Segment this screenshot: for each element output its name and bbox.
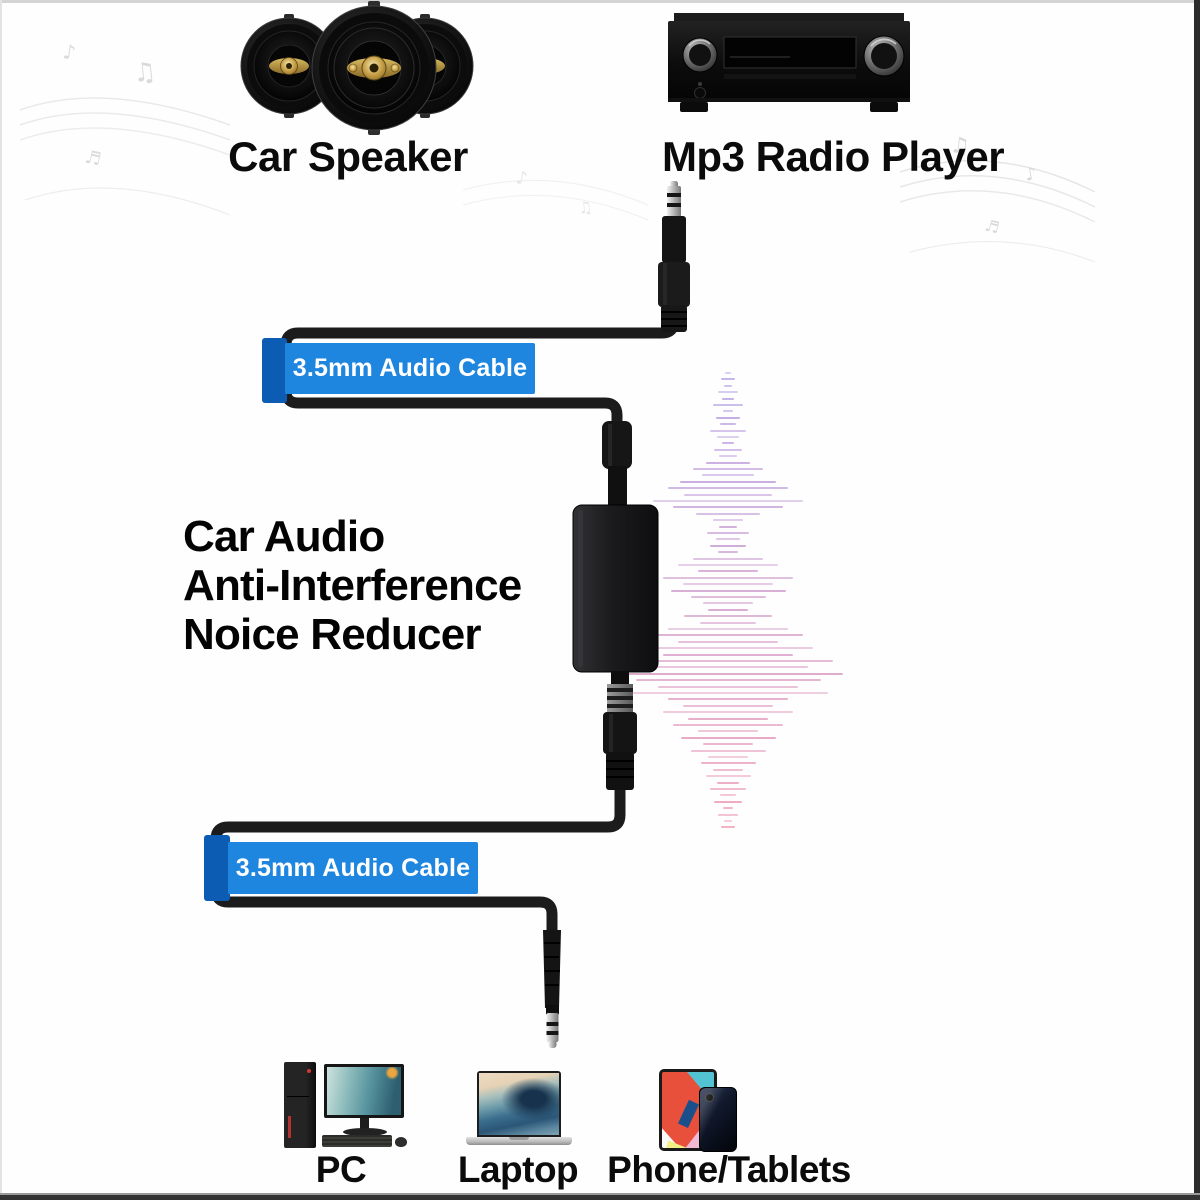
pc-label: PC: [315, 1149, 367, 1190]
pc-accent-stripe: [288, 1116, 291, 1138]
tablet-wallpaper-shape: [677, 1099, 700, 1128]
receiver-vent: [724, 74, 856, 79]
audio-cable-banner-top: 3.5mm Audio Cable: [285, 343, 535, 394]
speaker-left: [240, 14, 338, 118]
car-speaker-image: [240, 1, 474, 135]
aux-plug-top: [658, 181, 690, 332]
phone-camera: [705, 1093, 714, 1102]
aux-plug-bottom: [543, 930, 561, 1048]
pc-tower-image: [284, 1062, 316, 1148]
pc-mouse-image: [395, 1137, 407, 1147]
receiver-top-face: [674, 13, 904, 23]
music-notes-decoration-left: ♪ ♫ ♬: [15, 30, 240, 260]
phone-image: [699, 1087, 737, 1152]
receiver-volume-knob-right: [863, 35, 905, 77]
laptop-notch: [509, 1137, 529, 1140]
image-border-right: [1194, 0, 1200, 1200]
pc-keyboard-image: [322, 1135, 392, 1147]
image-border-top: [0, 0, 1200, 3]
laptop-image: [477, 1071, 561, 1137]
phone-gloss: [700, 1088, 736, 1151]
noise-reducer-box: [572, 504, 659, 673]
cable-banner-top-fold: [262, 338, 287, 403]
phone-tablets-label: Phone/Tablets: [607, 1149, 851, 1190]
product-title-line3: Noice Reducer: [183, 610, 482, 659]
laptop-label: Laptop: [457, 1149, 579, 1190]
receiver-display: [723, 36, 857, 69]
product-title-line1: Car Audio: [183, 512, 385, 561]
mp3-player-label: Mp3 Radio Player: [661, 133, 1005, 180]
image-border-left: [0, 0, 2, 1200]
car-speaker-label: Car Speaker: [228, 133, 468, 180]
image-border-bottom: [0, 1193, 1200, 1200]
receiver-foot: [680, 102, 708, 112]
laptop-base: [466, 1137, 572, 1145]
pc-monitor-base: [343, 1128, 387, 1136]
reducer-output-plug: [603, 671, 637, 790]
receiver-foot: [870, 102, 898, 112]
pc-monitor-stand: [360, 1118, 369, 1130]
reducer-input-plug: [602, 421, 632, 508]
product-title: Car Audio Anti-Interference Noice Reduce…: [183, 512, 613, 659]
laptop-screen-wallpaper: [479, 1073, 559, 1135]
pc-monitor-screen: [327, 1067, 401, 1115]
tablet-wallpaper-shape: [666, 1140, 687, 1148]
audio-cable-banner-bottom: 3.5mm Audio Cable: [228, 842, 478, 894]
cable-banner-bottom-fold: [204, 835, 230, 901]
music-notes-decoration-middle: ♪ ♫: [458, 150, 653, 270]
music-staff-lines: [899, 160, 1096, 263]
music-staff-lines: [462, 179, 649, 221]
speaker-center: [311, 1, 437, 135]
pc-seam: [287, 1096, 309, 1097]
music-notes-decoration-right: ♫ ♪ ♬: [895, 122, 1100, 277]
product-title-line2: Anti-Interference: [183, 561, 522, 610]
receiver-volume-knob-left: [682, 37, 718, 73]
music-staff-lines: [19, 97, 231, 216]
pc-monitor-image: [324, 1064, 404, 1118]
pc-power-led: [307, 1069, 311, 1073]
mp3-radio-player-image: [668, 13, 910, 112]
